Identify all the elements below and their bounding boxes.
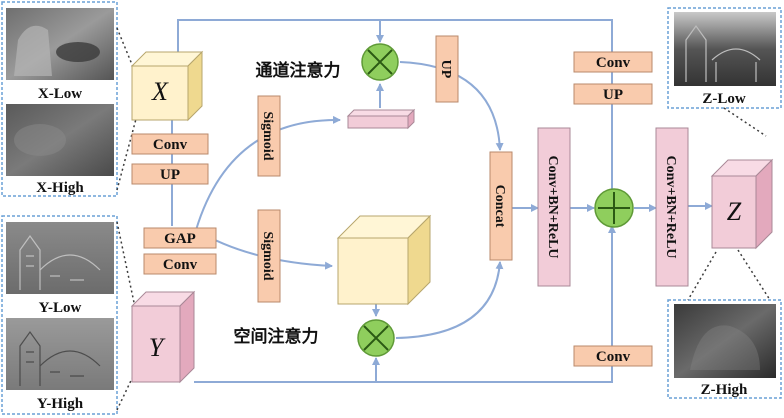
spatial-cube xyxy=(336,214,432,306)
sigmoid-top-box xyxy=(257,95,281,177)
up-x-box xyxy=(131,163,209,185)
gap-to-channel-bar xyxy=(195,115,341,231)
z-high-panel xyxy=(667,299,782,399)
z-high-blur xyxy=(690,325,760,370)
y-low-church-lines xyxy=(19,234,101,290)
cbr-2-box xyxy=(655,127,689,287)
top-rail-to-sum xyxy=(380,19,616,201)
x-image-panel xyxy=(1,1,118,197)
z-low-label: Z-Low xyxy=(702,91,746,107)
conv-y-box xyxy=(143,253,217,275)
spatial-multiply-icon xyxy=(357,319,395,357)
spatial-mul-to-concat xyxy=(395,261,504,339)
channel-mul-to-concat xyxy=(399,61,504,151)
spatial-attention-label: 空间注意力 xyxy=(234,326,319,347)
x-high-blur xyxy=(14,124,66,156)
x-high-label: X-High xyxy=(36,180,84,196)
y-high-church-lines xyxy=(19,330,101,386)
y-low-image xyxy=(6,222,114,294)
gap-label: GAP xyxy=(164,231,196,247)
conv-bottom-right-label: Conv xyxy=(596,349,631,365)
sigmoid-top-label: Sigmoid xyxy=(260,111,275,160)
conv-y-label: Conv xyxy=(163,257,198,273)
x-cube xyxy=(130,50,204,122)
sigmoid-bottom-box xyxy=(257,209,281,303)
z-prism xyxy=(710,158,774,250)
conv-x-box xyxy=(131,133,209,155)
cbr-1-box xyxy=(537,127,571,287)
y-prism xyxy=(130,290,196,384)
y-image-panel xyxy=(1,215,118,415)
sigmoid-bottom-label: Sigmoid xyxy=(260,231,275,280)
bottom-rail-to-sum xyxy=(194,225,616,383)
y-low-label: Y-Low xyxy=(39,300,82,316)
up-top-right-label: UP xyxy=(603,87,623,103)
channel-multiply-icon xyxy=(361,43,399,81)
cbr-2-label: Conv+BN+ReLU xyxy=(663,155,678,258)
z-high-label: Z-High xyxy=(701,382,748,398)
x-low-structure xyxy=(14,25,52,76)
z-low-panel xyxy=(667,7,782,109)
add-icon xyxy=(594,188,634,228)
concat-label: Concat xyxy=(492,185,507,228)
y-high-label: Y-High xyxy=(37,396,84,412)
y-label: Y xyxy=(149,333,166,362)
z-high-connector xyxy=(687,249,771,301)
up-top-right-box xyxy=(573,83,653,105)
conv-top-right-box xyxy=(573,51,653,73)
z-label: Z xyxy=(727,197,742,226)
concat-box xyxy=(489,151,513,261)
cbr-1-label: Conv+BN+ReLU xyxy=(545,155,560,258)
up-top-label: UP xyxy=(438,60,453,79)
z-low-church-lines xyxy=(685,24,761,82)
conv-x-label: Conv xyxy=(153,137,188,153)
x-low-label: X-Low xyxy=(38,86,82,102)
gap-box xyxy=(143,227,217,249)
channel-weight-bar xyxy=(346,108,416,130)
x-top-rail xyxy=(177,19,380,54)
conv-bottom-right-box xyxy=(573,345,653,367)
z-low-connector xyxy=(723,107,767,137)
x-label: X xyxy=(151,77,169,106)
up-x-label: UP xyxy=(160,167,180,183)
z-low-image xyxy=(674,12,776,86)
conv-top-right-label: Conv xyxy=(596,55,631,71)
x-low-dark-patch xyxy=(56,42,100,62)
up-top-box xyxy=(435,35,459,103)
channel-attention-label: 通道注意力 xyxy=(256,60,341,81)
y-high-image xyxy=(6,318,114,390)
z-high-image xyxy=(674,304,776,378)
